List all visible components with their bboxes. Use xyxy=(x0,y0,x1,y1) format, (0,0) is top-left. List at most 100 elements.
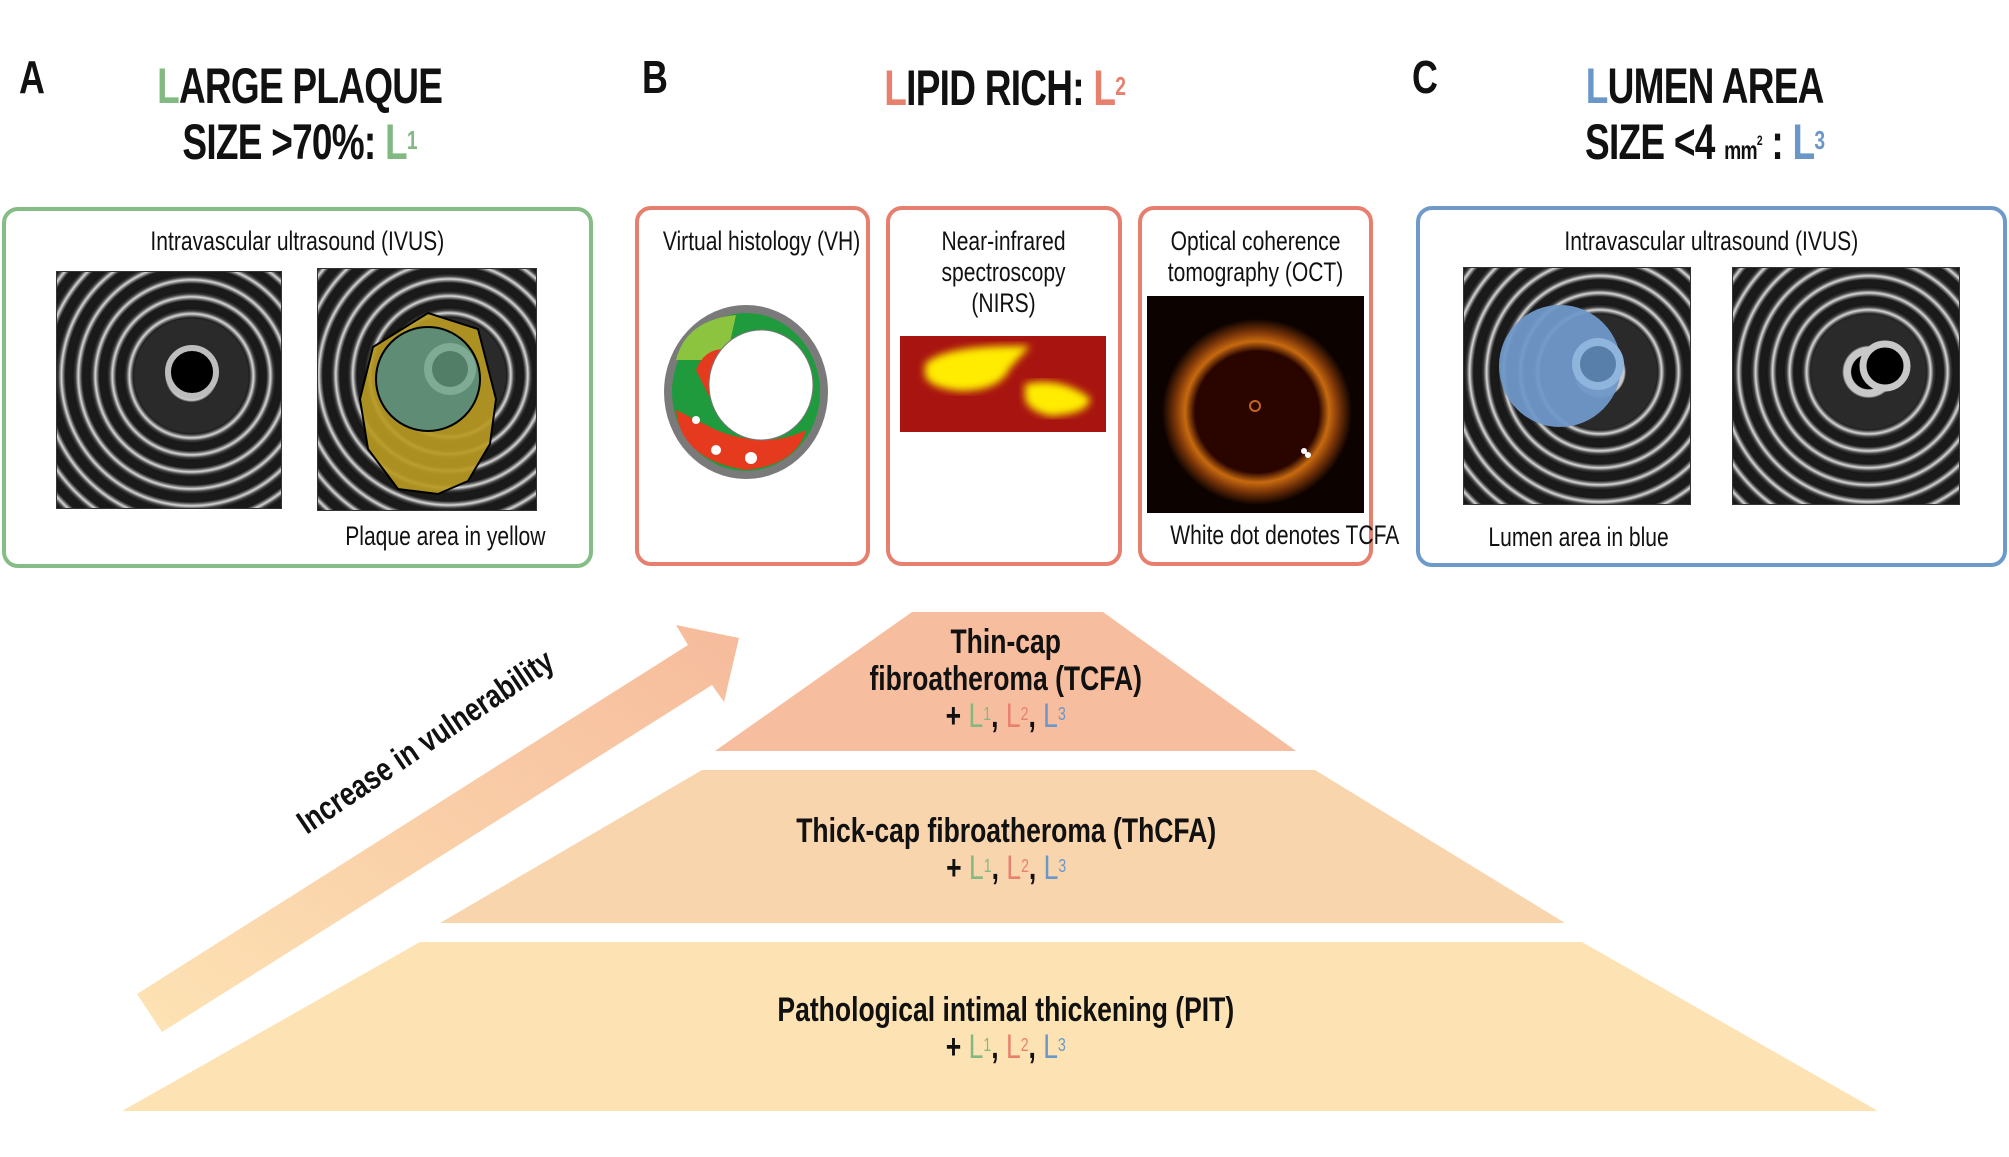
criterion-l3-sup: 3 xyxy=(1814,125,1826,155)
nirs-caption-text-text: spectroscopy xyxy=(941,257,1067,287)
panel-c-footnote: Lumen area in blue xyxy=(1463,522,1683,553)
pyramid-label-tcfa-text-text: , xyxy=(1028,697,1044,735)
oct-caption-text-text: Optical coherence xyxy=(1170,226,1341,256)
pyramid-label-tcfa-text-text: , xyxy=(991,697,1007,735)
nirs-caption-text-text: (NIRS) xyxy=(971,288,1037,318)
pyramid-label-pit-text-text: 3 xyxy=(1058,1035,1067,1055)
vh-caption-text: Virtual histology (VH) xyxy=(662,226,861,256)
ivus-lumen-image xyxy=(1463,267,1691,505)
title-text: SIZE >70%: xyxy=(182,114,386,170)
title-text: ARGE PLAQUE xyxy=(179,58,443,114)
pyramid-label-thcfa-text-text: Thick-cap fibroatheroma (ThCFA) xyxy=(796,812,1216,850)
pyramid-label-pit-text-text: , xyxy=(1028,1028,1044,1066)
oct-cross-section xyxy=(1147,296,1364,513)
pyramid-label-tcfa-text-text: + xyxy=(945,697,969,735)
pyramid-label-thcfa-text-text: L xyxy=(968,849,984,887)
pyramid-label-thcfa-text: Thick-cap fibroatheroma (ThCFA) + L1, L2… xyxy=(796,813,1216,887)
pyramid-label-pit-text-text: L xyxy=(1043,1028,1059,1066)
ivus-plaque-image xyxy=(317,268,537,511)
criterion-l2: L xyxy=(1093,60,1117,116)
pyramid-label-thcfa-text-text: , xyxy=(1028,849,1044,887)
nirs-chemogram xyxy=(900,336,1106,432)
pyramid-label-thcfa-text-text: 3 xyxy=(1058,856,1067,876)
title-text: IPID RICH: xyxy=(906,60,1094,116)
pyramid-label-pit-text-text: + xyxy=(945,1028,969,1066)
panel-c-caption: Intravascular ultrasound (IVUS) xyxy=(1416,226,2007,257)
pyramid-label-thcfa-text-text: + xyxy=(945,849,969,887)
pyramid-label-thcfa-text-text: 1 xyxy=(983,856,992,876)
panel-letter-b: B xyxy=(642,51,668,103)
pyramid-label-pit-text-text: 2 xyxy=(1020,1035,1029,1055)
pyramid-label-tcfa-text-text: L xyxy=(1006,697,1021,735)
panel-letter-c: C xyxy=(1412,51,1438,103)
vh-tissue-map xyxy=(656,300,831,485)
panel-a-title: LARGE PLAQUE SIZE >70%: L1 xyxy=(100,58,500,170)
pyramid-label-tcfa-text-text: 2 xyxy=(1020,704,1029,724)
title-text: SIZE <4 xyxy=(1585,114,1725,170)
pyramid-label-pit: Pathological intimal thickening (PIT) + … xyxy=(656,992,1356,1066)
criterion-l2-sup: 2 xyxy=(1115,71,1126,101)
pyramid-level-tcfa xyxy=(715,612,1296,751)
panel-a-footnote: Plaque area in yellow xyxy=(317,521,545,552)
pyramid-label-tcfa-text-text: 1 xyxy=(983,704,992,724)
oct-footnote-text: White dot denotes TCFA xyxy=(1170,520,1400,550)
panel-b-title: LIPID RICH: L2 xyxy=(805,60,1205,116)
title-unit: mm xyxy=(1724,135,1758,165)
plaque-overlay xyxy=(358,311,498,496)
vh-caption: Virtual histology (VH) xyxy=(635,226,870,257)
ivus-catheter-icon xyxy=(1859,340,1911,392)
pyramid-label-pit-text: Pathological intimal thickening (PIT) + … xyxy=(778,992,1235,1066)
panel-a-footnote-text: Plaque area in yellow xyxy=(345,521,546,551)
pyramid-level-pit xyxy=(122,942,1878,1111)
pyramid-label-tcfa-text-text: L xyxy=(968,697,984,735)
pyramid-label-thcfa-text-text: L xyxy=(1006,849,1021,887)
panel-c-caption-text: Intravascular ultrasound (IVUS) xyxy=(1564,226,1859,256)
panel-a-caption-text: Intravascular ultrasound (IVUS) xyxy=(150,226,445,256)
criterion-l3: L xyxy=(1792,114,1816,170)
pyramid-level-thcfa xyxy=(440,770,1565,923)
pyramid-label-tcfa-text-text: 3 xyxy=(1058,704,1067,724)
oct-image-graphic xyxy=(1157,310,1357,506)
pyramid-label-tcfa-text-text: Thin-cap xyxy=(950,623,1062,661)
ivus-image xyxy=(56,271,282,509)
pyramid-label-thcfa-text-text: L xyxy=(1043,849,1059,887)
title-text: UMEN AREA xyxy=(1607,58,1825,114)
pyramid-label-pit-text-text: Pathological intimal thickening (PIT) xyxy=(777,991,1235,1029)
nirs-lipid-signal xyxy=(925,345,1090,416)
oct-footnote: White dot denotes TCFA xyxy=(1138,520,1399,551)
pyramid-label-pit-text-text: L xyxy=(968,1028,984,1066)
lumen-overlay xyxy=(1499,305,1624,427)
title-separator: : xyxy=(1762,114,1793,170)
panel-a-caption: Intravascular ultrasound (IVUS) xyxy=(2,226,593,257)
nirs-caption-text-text: Near-infrared xyxy=(941,226,1067,256)
pyramid-label-thcfa-text-text: , xyxy=(991,849,1007,887)
ivus-catheter-icon xyxy=(165,345,219,399)
pyramid-label-thcfa: Thick-cap fibroatheroma (ThCFA) + L1, L2… xyxy=(706,813,1306,887)
pyramid-label-tcfa-text-text: fibroatheroma (TCFA) xyxy=(869,660,1143,698)
pyramid-label-pit-text-text: 1 xyxy=(983,1035,992,1055)
criterion-l1-sup: 1 xyxy=(407,125,418,155)
title-accent-l: L xyxy=(884,60,908,116)
pyramid-label-thcfa-text-text: 2 xyxy=(1020,856,1029,876)
pyramid-label-pit-text-text: L xyxy=(1006,1028,1021,1066)
criterion-l1: L xyxy=(385,114,408,170)
oct-caption-text-text: tomography (OCT) xyxy=(1167,257,1344,287)
ivus-image xyxy=(1732,267,1960,505)
panel-c-footnote-text: Lumen area in blue xyxy=(1488,522,1669,552)
vh-map-graphic xyxy=(664,305,828,479)
title-accent-l: L xyxy=(1586,58,1609,114)
panel-letter-a: A xyxy=(19,51,45,103)
pyramid-label-tcfa: Thin-cap fibroatheroma (TCFA) + L1, L2, … xyxy=(806,624,1206,735)
pyramid-label-tcfa-text-text: L xyxy=(1043,697,1059,735)
panel-c-title: LUMEN AREA SIZE <4 mm2 : L3 xyxy=(1505,58,1905,178)
pyramid-label-pit-text-text: , xyxy=(991,1028,1007,1066)
vulnerability-arrow xyxy=(137,625,739,1032)
title-accent-l: L xyxy=(157,58,180,114)
pyramid-label-tcfa-text: Thin-cap fibroatheroma (TCFA) + L1, L2, … xyxy=(870,624,1143,735)
title-unit-sup: 2 xyxy=(1757,132,1763,148)
